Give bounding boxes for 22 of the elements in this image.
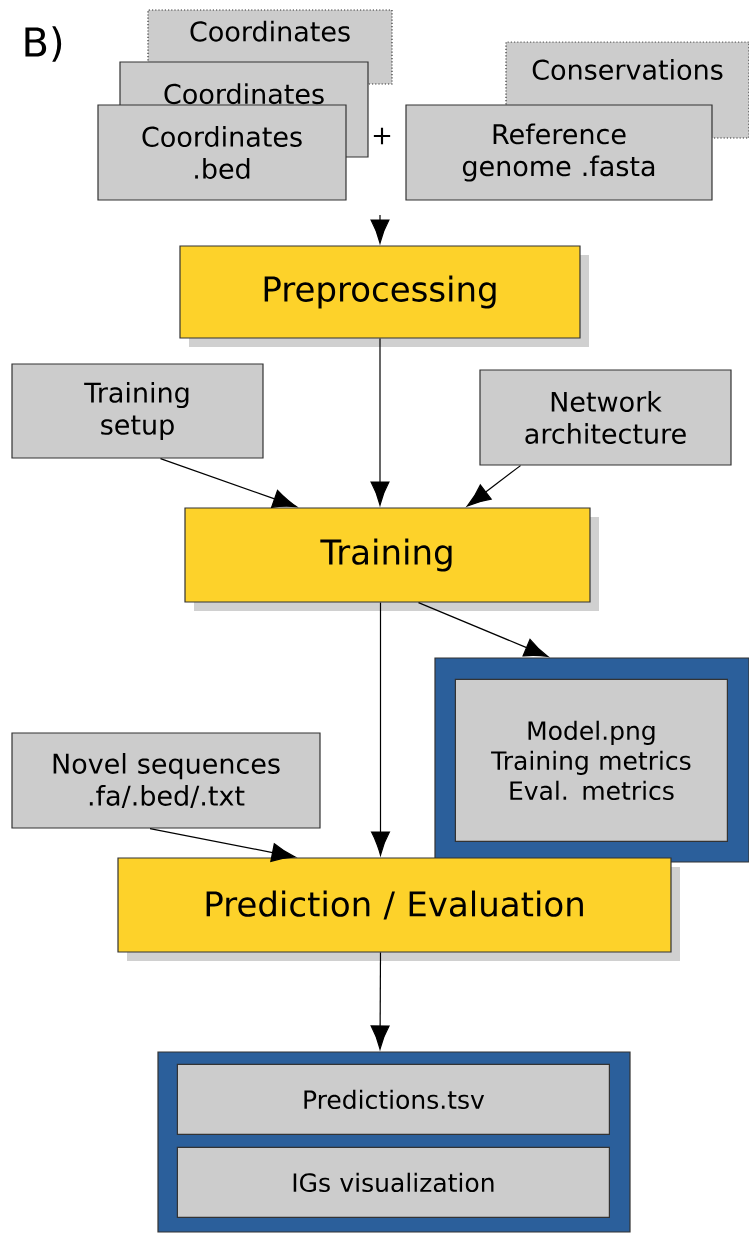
- output-box: Predictions.tsv: [176, 1063, 610, 1135]
- arrow: [417, 602, 549, 658]
- input-box: Novel sequences .fa/.bed/.txt: [11, 732, 321, 829]
- node-label: Conservations: [532, 59, 723, 80]
- arrow: [370, 338, 390, 506]
- output-box: Model.png Training metrics Eval. metrics: [454, 678, 728, 842]
- arrow: [149, 828, 296, 862]
- process-box: Preprocessing: [179, 245, 589, 347]
- arrow: [159, 458, 297, 508]
- panel-letter: B): [25, 26, 62, 62]
- process-box: Training: [184, 507, 599, 611]
- arrow: [370, 952, 390, 1050]
- arrow: [370, 214, 390, 244]
- input-box: Training setup: [11, 363, 264, 459]
- output-box: IGs visualization: [176, 1146, 610, 1218]
- file-box: Coordinates .bed: [97, 104, 347, 201]
- process-box: Prediction / Evaluation: [117, 857, 680, 961]
- file-box: Reference genome .fasta: [405, 104, 713, 201]
- plus-sign: +: [373, 127, 391, 145]
- arrow: [370, 602, 391, 856]
- arrow: [466, 465, 522, 507]
- input-box: Network architecture: [479, 369, 732, 466]
